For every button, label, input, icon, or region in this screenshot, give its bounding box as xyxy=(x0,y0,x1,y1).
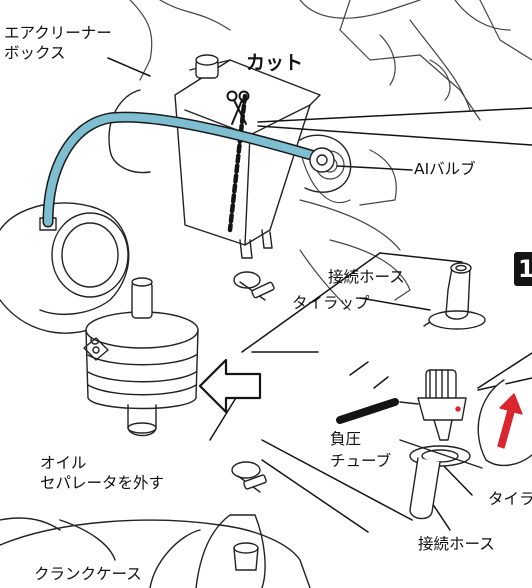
tie-wrap-top-label: タイラップ xyxy=(292,294,370,312)
left-arrow-icon xyxy=(198,358,262,414)
ai-valve-label: AIバルブ xyxy=(414,160,476,178)
hose-clamp-bottom xyxy=(231,461,267,493)
connecting-hose-bottom-label: 接続ホース xyxy=(418,535,495,553)
cut-label: カット xyxy=(246,52,304,74)
crankcase xyxy=(0,514,311,588)
air-cleaner-box xyxy=(108,54,321,259)
connecting-hose-top-label: 接続ホース xyxy=(328,268,405,286)
negative-pressure-tube-label-line1: 負圧 xyxy=(330,430,362,448)
crankcase-label: クランクケース xyxy=(34,565,142,583)
negative-pressure-tube-label-line2: チューブ xyxy=(330,452,392,470)
air-hose xyxy=(42,111,324,228)
leader-lines xyxy=(107,57,532,533)
ai-valve-body xyxy=(299,134,352,193)
hose-clamp-top xyxy=(233,271,275,301)
engine-outline xyxy=(129,0,532,311)
step-badge: 1 xyxy=(514,252,532,286)
tie-wrap-bottom-label: タイラ xyxy=(488,490,532,508)
oil-separator-label-line2: セパレータを外す xyxy=(40,474,165,492)
negative-pressure-tube xyxy=(336,398,399,424)
ai-valve-detail xyxy=(399,369,467,441)
connecting-hose-top-part xyxy=(423,262,486,330)
air-cleaner-box-label-line2: ボックス xyxy=(4,44,66,62)
air-cleaner-box-label-line1: エアクリーナー xyxy=(4,24,112,42)
oil-separator-label-line1: オイル xyxy=(40,454,87,472)
up-arrow-icon xyxy=(477,379,532,467)
connecting-hose-bottom-part xyxy=(399,439,483,520)
scissors-icon xyxy=(226,90,250,125)
oil-separator xyxy=(83,277,199,437)
